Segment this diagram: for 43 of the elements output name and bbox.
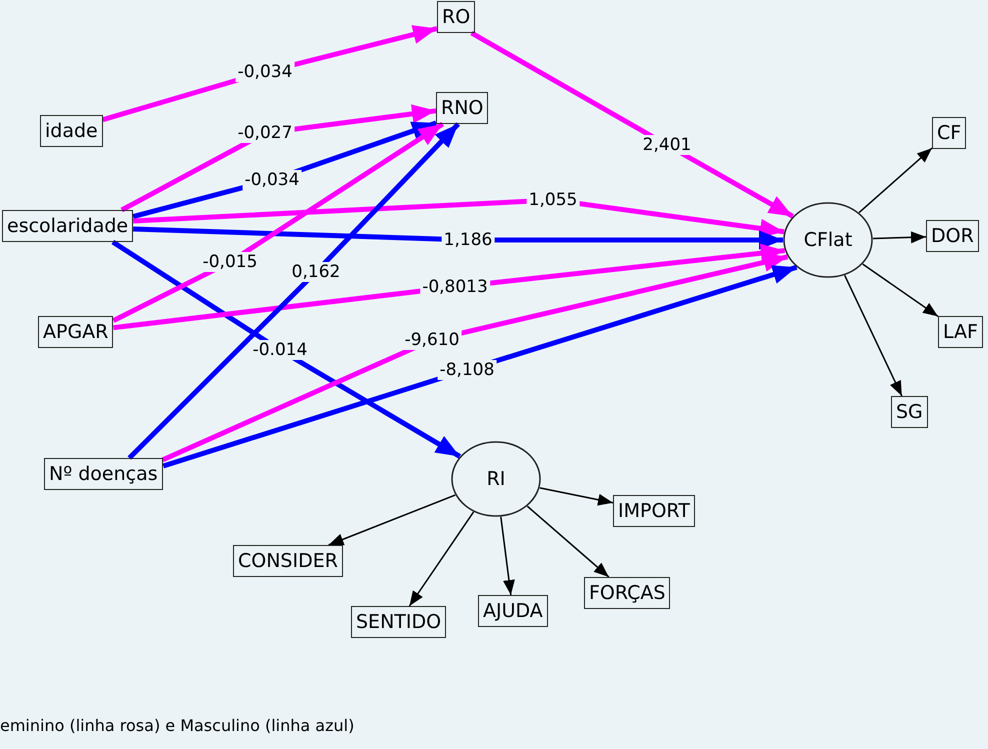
- variable-box: APGAR: [38, 316, 114, 348]
- path-arrow: [872, 231, 926, 244]
- path-arrow: [133, 198, 784, 238]
- path-arrow: [328, 494, 456, 546]
- variable-label: RI: [486, 468, 506, 490]
- variable-box: Nº doenças: [44, 458, 163, 490]
- path-arrow: [858, 148, 932, 214]
- variable-box: CF: [932, 117, 966, 149]
- variable-box: CONSIDER: [233, 545, 343, 577]
- path-arrow: [133, 226, 783, 250]
- path-coefficient: 1,186: [442, 230, 494, 250]
- variable-box: RO: [437, 1, 476, 33]
- path-coefficient: 1,055: [526, 190, 580, 210]
- variable-label: CFlat: [804, 229, 852, 251]
- path-arrow: [113, 244, 786, 330]
- path-arrow: [526, 506, 610, 578]
- path-arrow: [540, 487, 614, 506]
- path-coefficient: -0,027: [236, 123, 294, 143]
- caption: eminino (linha rosa) e Masculino (linha azul): [0, 716, 354, 735]
- variable-box: DOR: [926, 220, 979, 252]
- path-coefficient: -8,108: [438, 360, 496, 380]
- path-coefficient: -0,8013: [420, 277, 490, 297]
- path-arrow: [470, 30, 794, 219]
- variable-box: idade: [40, 115, 103, 147]
- variable-box: LAF: [938, 316, 983, 348]
- path-coefficient: -9,610: [402, 330, 462, 350]
- path-arrow: [112, 240, 462, 459]
- variable-box: escolaridade: [2, 210, 134, 242]
- variable-box: RNO: [436, 92, 488, 124]
- path-coefficient: -0.014: [250, 340, 310, 360]
- path-arrow: [112, 122, 444, 323]
- variable-box: FORÇAS: [584, 577, 670, 609]
- path-arrow: [500, 516, 515, 596]
- path-coefficient: -0,034: [242, 170, 302, 190]
- variable-box: IMPORT: [613, 495, 695, 527]
- variable-box: SG: [891, 396, 928, 428]
- path-arrow: [128, 122, 460, 460]
- path-arrow: [408, 512, 474, 606]
- variable-box: SENTIDO: [351, 606, 446, 638]
- variable-box: AJUDA: [478, 595, 548, 627]
- path-arrow: [844, 274, 902, 396]
- path-coefficient: -0,034: [236, 62, 294, 82]
- path-arrow: [862, 264, 938, 317]
